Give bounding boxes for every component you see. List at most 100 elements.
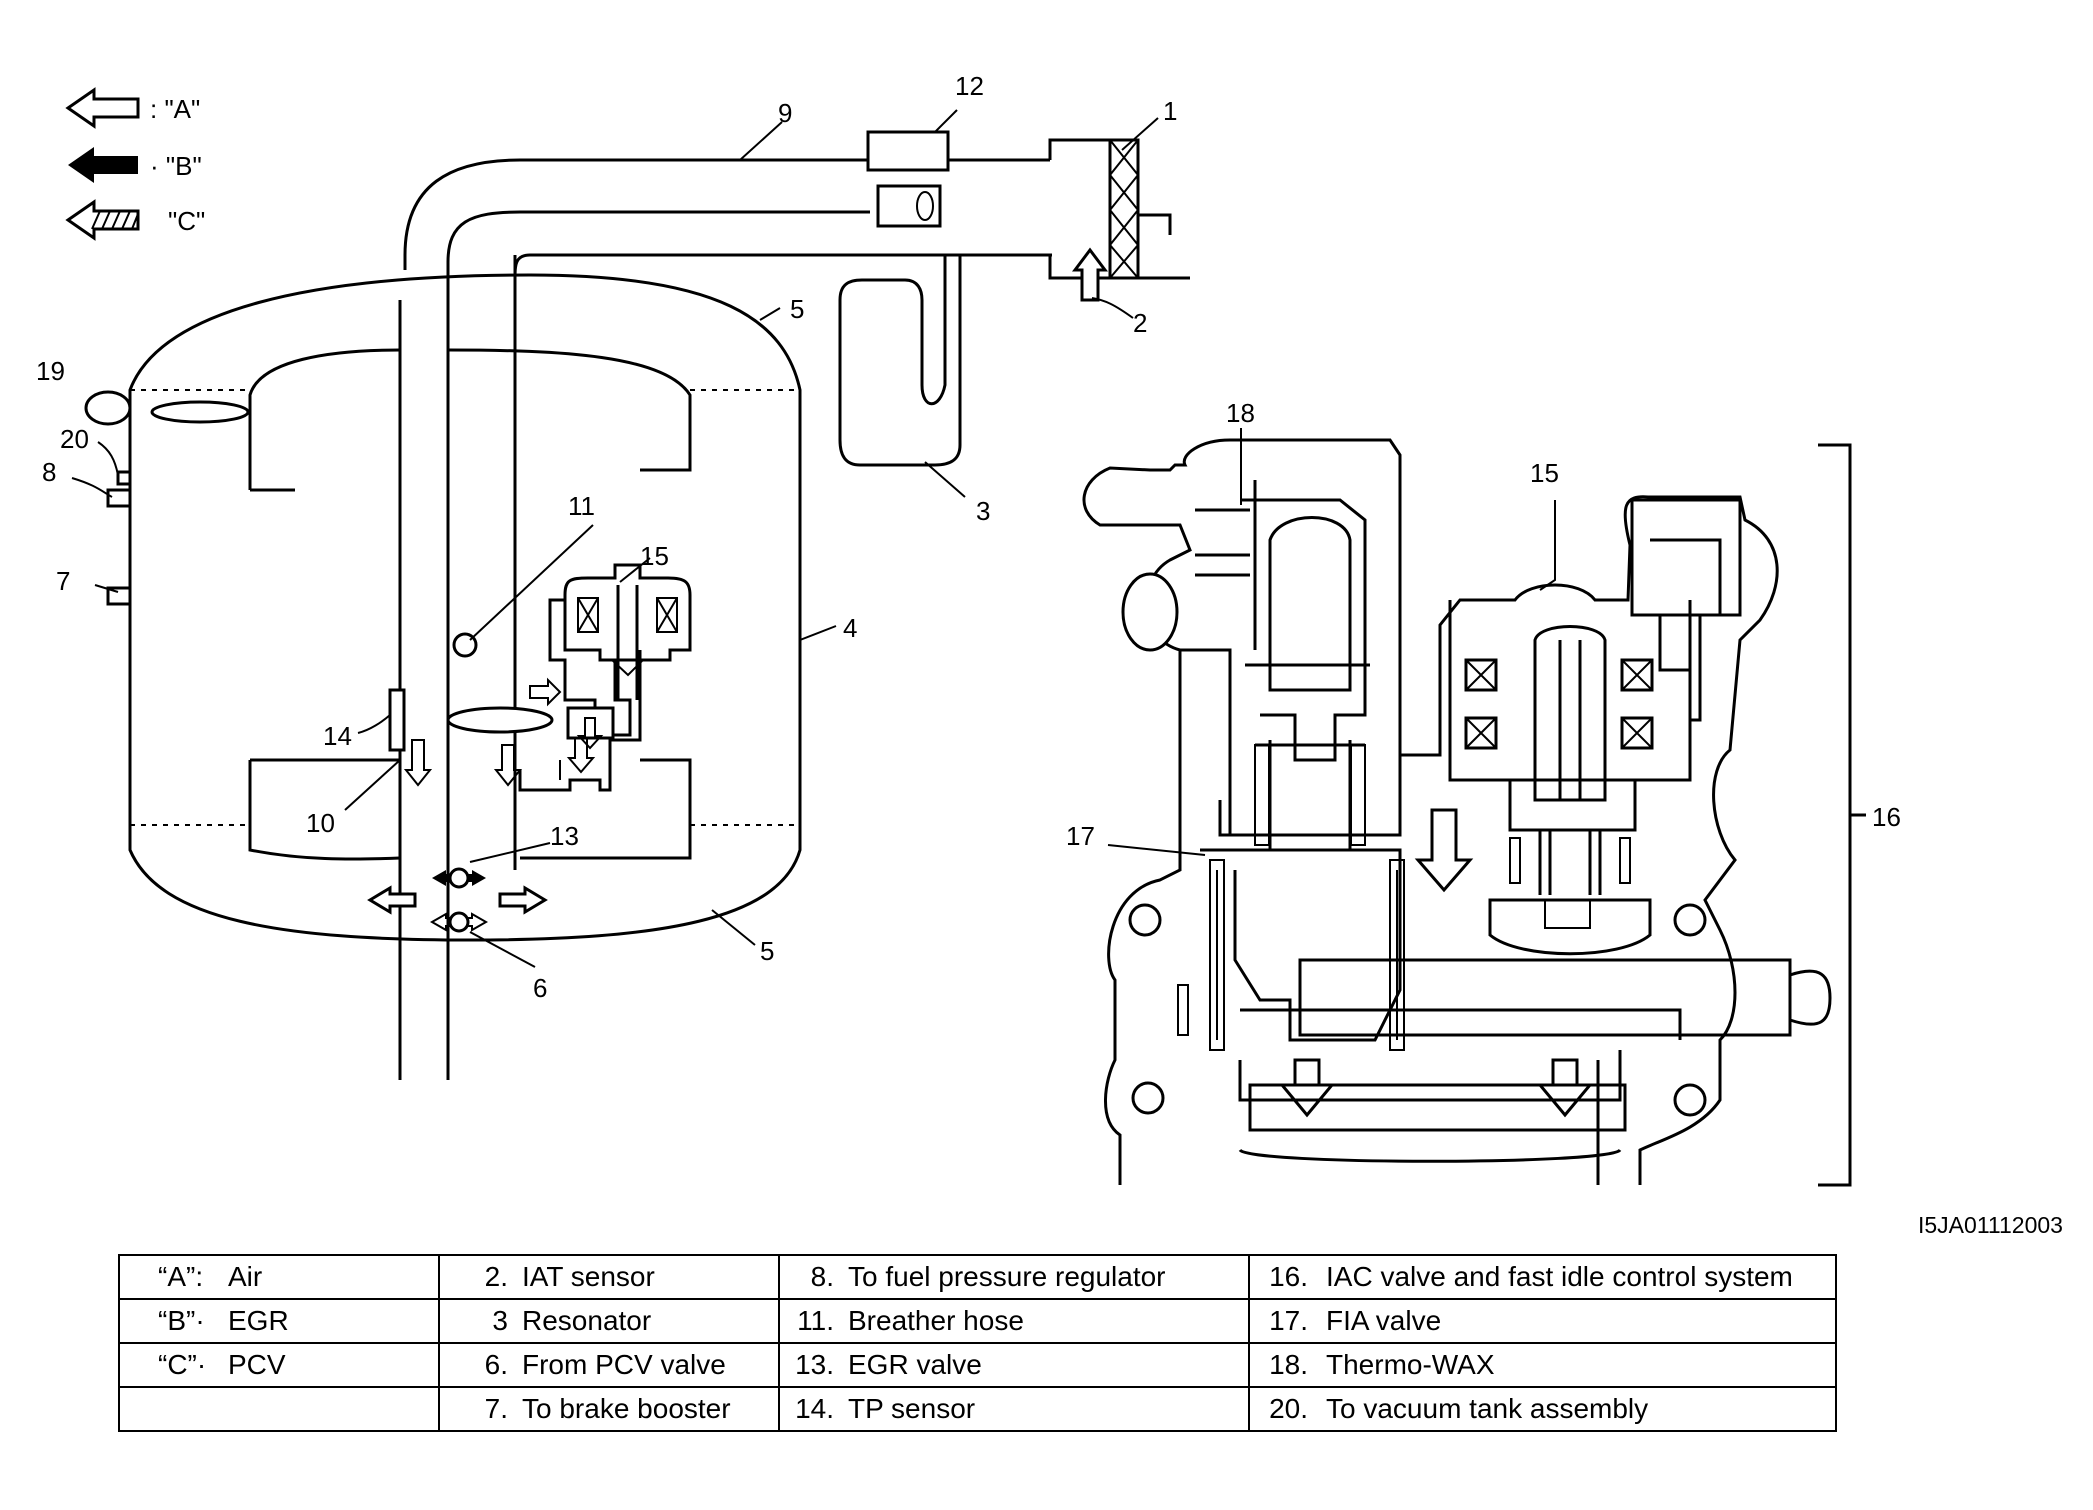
legend-text: To fuel pressure regulator bbox=[848, 1261, 1166, 1292]
legend-key: 16. bbox=[1269, 1261, 1308, 1292]
image-code: I5JA01112003 bbox=[1918, 1212, 2063, 1238]
iat-sensor-2 bbox=[1072, 247, 1108, 302]
callout-15-left: 15 bbox=[640, 541, 669, 571]
table-cell: 8. To fuel pressure regulator bbox=[778, 1254, 1250, 1300]
callout-numbers: 1 2 3 4 5 5 6 7 8 9 10 11 12 13 14 15 15… bbox=[36, 71, 1901, 1003]
port-20 bbox=[116, 470, 132, 486]
callout-7: 7 bbox=[56, 566, 70, 596]
sensor-12-body bbox=[876, 184, 942, 228]
table-row: “A”: Air 2. IAT sensor 8. To fuel pressure … bbox=[118, 1254, 1837, 1300]
legend-key: 13. bbox=[795, 1349, 834, 1380]
legend-arrow-a-label: : "A" bbox=[150, 94, 200, 124]
callout-19: 19 bbox=[36, 356, 65, 386]
table-cell: 13. EGR valve bbox=[778, 1342, 1250, 1388]
air-cleaner-body bbox=[84, 273, 802, 942]
legend-text: To vacuum tank assembly bbox=[1326, 1393, 1649, 1424]
table-cell: 20. To vacuum tank assembly bbox=[1248, 1386, 1837, 1432]
cap-19 bbox=[84, 390, 132, 426]
callout-10: 10 bbox=[306, 808, 335, 838]
legend-key: 2. bbox=[484, 1261, 508, 1292]
table-cell bbox=[118, 1386, 440, 1432]
connector-block bbox=[1630, 498, 1742, 722]
table-cell: “B”·EGR bbox=[118, 1298, 440, 1344]
table-cell: “A”: Air bbox=[118, 1254, 440, 1300]
table-row: “B”·EGR 3 Resonator 11.Breather hose 17. F… bbox=[118, 1298, 1837, 1344]
air-filter-1 bbox=[1108, 138, 1140, 280]
callout-15-right: 15 bbox=[1530, 458, 1559, 488]
table-cell: 17. FIA valve bbox=[1248, 1298, 1837, 1344]
egr-valve-15 bbox=[518, 563, 692, 792]
legend-key: 17. bbox=[1269, 1305, 1308, 1336]
legend-key: 8. bbox=[810, 1261, 834, 1292]
breather-hose-9 bbox=[403, 158, 1050, 300]
leader-lines bbox=[71, 109, 1556, 968]
legend-arrow-b-label: · "B" bbox=[150, 151, 202, 181]
legend-text: Resonator bbox=[522, 1305, 652, 1336]
legend-key: “C”· bbox=[158, 1349, 207, 1380]
legend-key: 3 bbox=[492, 1305, 508, 1336]
legend-key: 20. bbox=[1269, 1393, 1308, 1424]
pcv-arrow-icon bbox=[65, 199, 140, 241]
table-cell: 2. IAT sensor bbox=[438, 1254, 780, 1300]
callout-4: 4 bbox=[843, 613, 857, 643]
intake-system-diagram: : "A" · "B" "C" bbox=[36, 71, 1901, 1187]
table-cell: 11.Breather hose bbox=[778, 1298, 1250, 1344]
tp-sensor-14 bbox=[388, 688, 406, 752]
table-cell: 6. From PCV valve bbox=[438, 1342, 780, 1388]
legend-table: “A”: Air 2. IAT sensor 8. To fuel pressure … bbox=[118, 1254, 1837, 1432]
callout-13: 13 bbox=[550, 821, 579, 851]
table-cell: 14. TP sensor bbox=[778, 1386, 1250, 1432]
thermo-wax-18 bbox=[1268, 516, 1352, 692]
legend-text: IAT sensor bbox=[522, 1261, 655, 1292]
arrow-legend: : "A" · "B" "C" bbox=[65, 87, 205, 241]
fia-valve-17 bbox=[1200, 848, 1402, 1042]
legend-text: FIA valve bbox=[1326, 1305, 1442, 1336]
legend-key: 14. bbox=[795, 1393, 834, 1424]
table-cell: 16. IAC valve and fast idle control syste… bbox=[1248, 1254, 1837, 1300]
port-7 bbox=[106, 586, 132, 606]
throttle-valve-upper bbox=[150, 400, 250, 424]
legend-key: “A”: bbox=[158, 1261, 204, 1292]
table-cell: “C”· PCV bbox=[118, 1342, 440, 1388]
callout-11: 11 bbox=[568, 491, 595, 521]
legend-text: IAC valve and fast idle control system bbox=[1326, 1261, 1793, 1292]
legend-text: To brake booster bbox=[522, 1393, 731, 1424]
legend-arrow-c-label: "C" bbox=[168, 206, 205, 236]
callout-14: 14 bbox=[323, 721, 352, 751]
intake-ducts bbox=[398, 130, 1190, 1080]
legend-text: EGR bbox=[228, 1305, 289, 1336]
vent-port bbox=[1121, 572, 1179, 652]
legend-text: Air bbox=[228, 1261, 263, 1292]
callout-18: 18 bbox=[1226, 398, 1255, 428]
legend-key: 7. bbox=[484, 1393, 508, 1424]
bracket-16 bbox=[1818, 443, 1866, 1187]
outer-pipe bbox=[398, 300, 450, 1080]
table-row: 7. To brake booster 14. TP sensor 20. To va… bbox=[118, 1386, 1837, 1432]
callout-3: 3 bbox=[976, 496, 990, 526]
legend-key: 11. bbox=[797, 1305, 834, 1336]
table-cell: 3 Resonator bbox=[438, 1298, 780, 1344]
legend-text: EGR valve bbox=[848, 1349, 982, 1380]
table-cell: 18. Thermo-WAX bbox=[1248, 1342, 1837, 1388]
air-arrow-icon bbox=[65, 87, 140, 129]
legend-text: Thermo-WAX bbox=[1326, 1349, 1495, 1380]
legend-text: PCV bbox=[228, 1349, 286, 1380]
table-cell: 7. To brake booster bbox=[438, 1386, 780, 1432]
callout-5-bottom: 5 bbox=[760, 936, 774, 966]
throttle-valve-lower bbox=[446, 706, 554, 734]
resonator-3 bbox=[838, 255, 962, 467]
legend-key: 6. bbox=[484, 1349, 508, 1380]
callout-6: 6 bbox=[533, 973, 547, 1003]
legend-key: 18. bbox=[1269, 1349, 1308, 1380]
callout-1: 1 bbox=[1163, 96, 1177, 126]
iac-valve-assembly-16 bbox=[1082, 438, 1866, 1187]
callout-8: 8 bbox=[42, 457, 56, 487]
pcv-port-6 bbox=[429, 912, 489, 932]
legend-text: TP sensor bbox=[848, 1393, 976, 1424]
callout-2: 2 bbox=[1133, 308, 1147, 338]
legend-text: From PCV valve bbox=[522, 1349, 726, 1380]
surge-tank-outline bbox=[128, 273, 802, 942]
callout-17: 17 bbox=[1066, 821, 1095, 851]
egr-arrow-icon bbox=[68, 147, 138, 183]
callout-5-top: 5 bbox=[790, 294, 804, 324]
